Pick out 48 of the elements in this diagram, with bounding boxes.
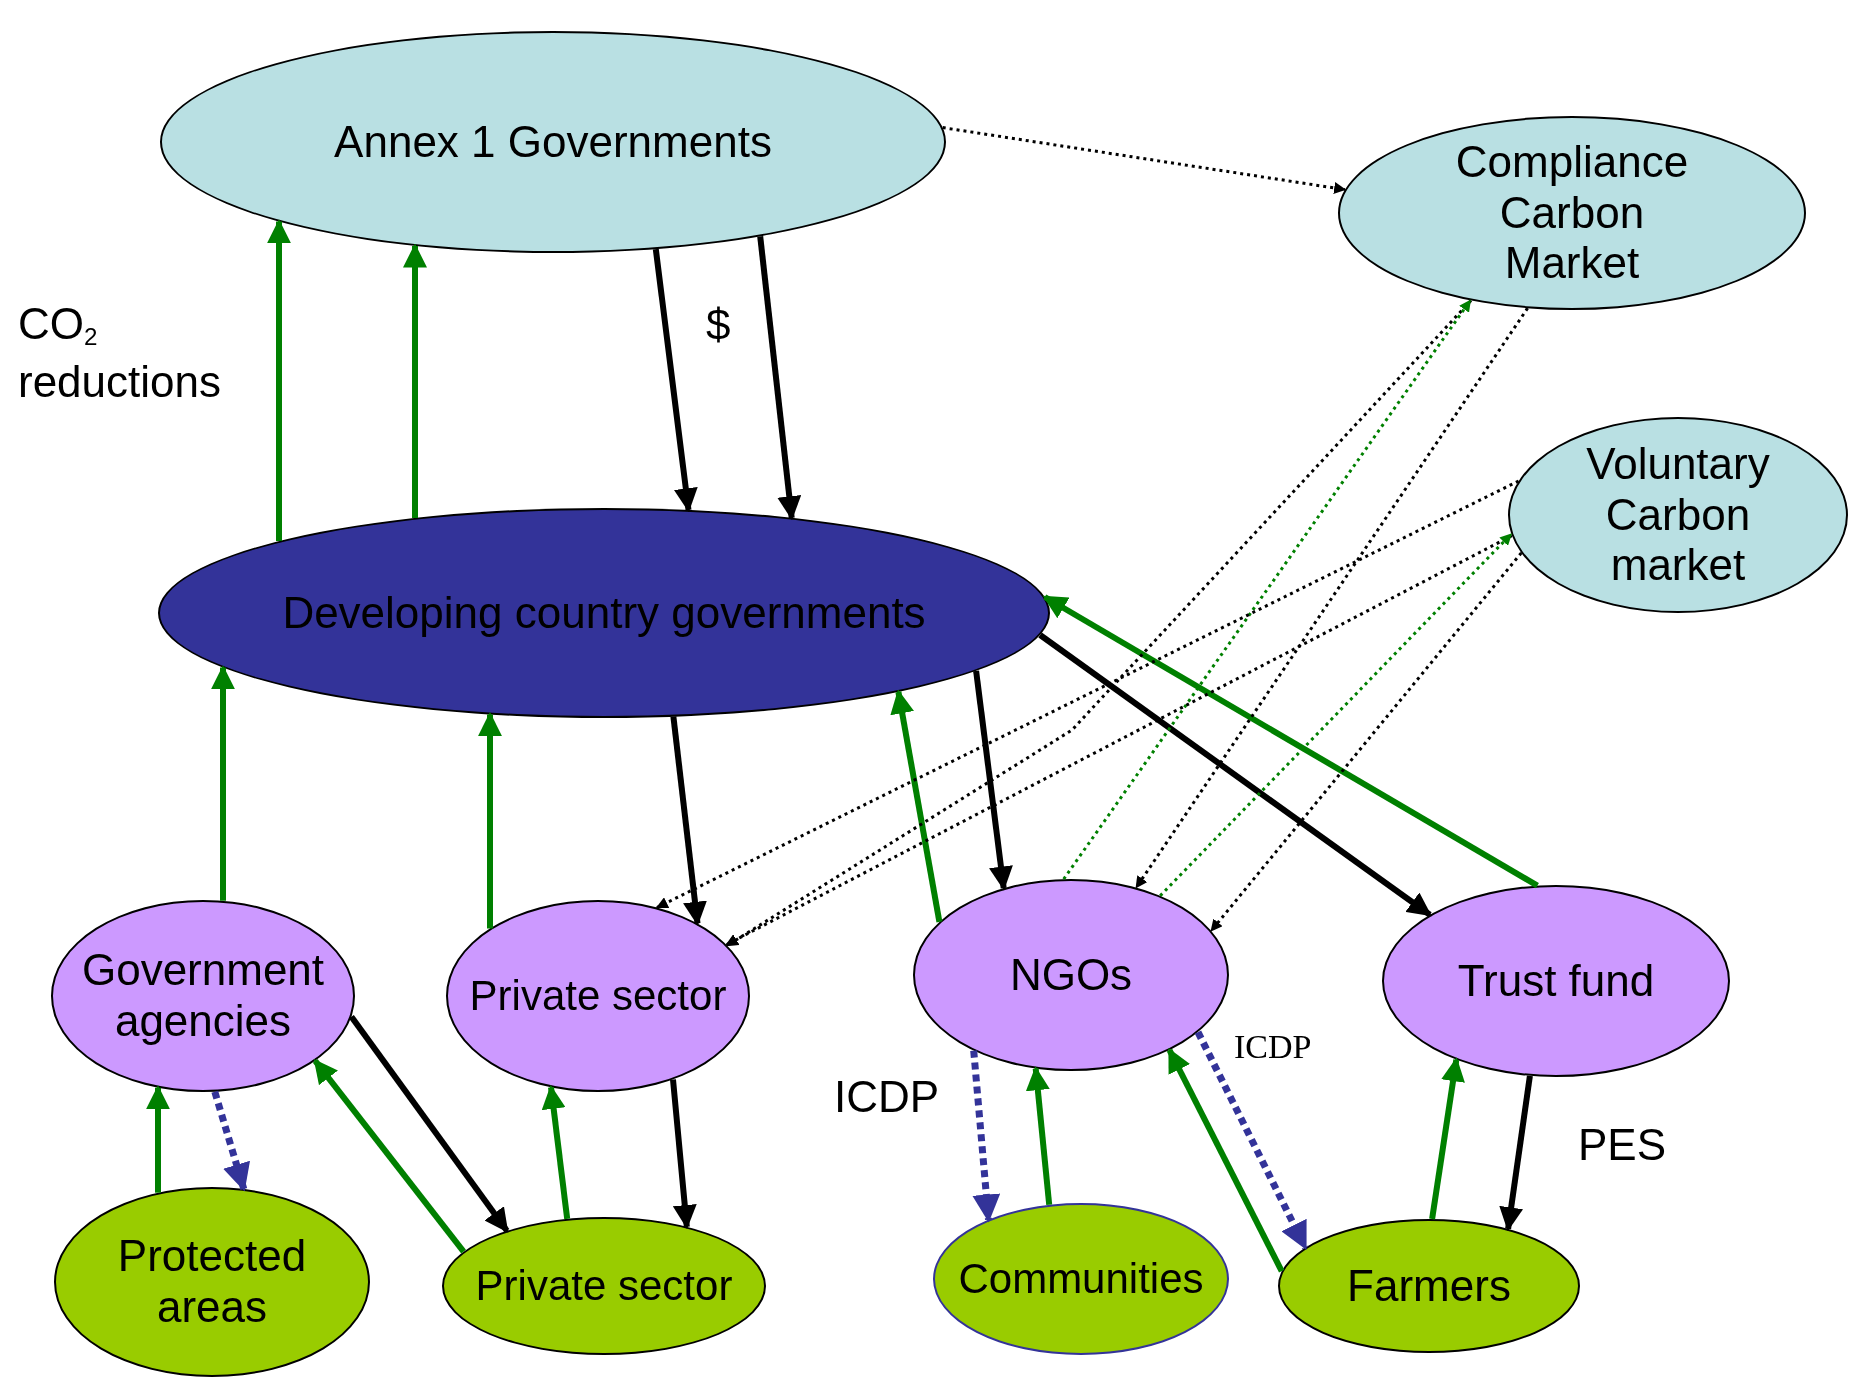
node-text: Private sector	[469, 971, 727, 1021]
arrow	[670, 1079, 697, 1230]
arrow	[1166, 1047, 1285, 1273]
annotation-label: $	[706, 299, 732, 351]
arrow	[890, 689, 943, 923]
annotation-label: ICDP	[1234, 1027, 1313, 1067]
node-text: Farmers	[1347, 1260, 1511, 1312]
dashed-arrow	[1062, 299, 1472, 880]
dashed-arrow	[725, 534, 1513, 947]
arrow	[541, 1084, 571, 1220]
arrow	[1025, 1066, 1053, 1206]
node-text: Compliance Carbon Market	[1454, 137, 1690, 289]
node-text: Trust fund	[1457, 955, 1655, 1007]
node-text: NGOs	[1009, 949, 1133, 1001]
arrow	[403, 243, 427, 518]
arrow	[757, 235, 802, 521]
dashed-arrow	[1159, 532, 1513, 897]
dashed-arrow	[970, 1050, 1001, 1223]
arrow	[652, 248, 698, 513]
arrow	[211, 665, 235, 901]
node-text: Protected areas	[116, 1231, 308, 1333]
dashed-arrow	[211, 1090, 250, 1192]
node-text: Government agencies	[80, 945, 326, 1047]
arrow	[1499, 1075, 1533, 1232]
dashed-arrow	[942, 126, 1347, 194]
dashed-arrow	[1210, 551, 1523, 932]
annotation-label: ICDP	[834, 1071, 941, 1123]
arrow	[670, 716, 707, 926]
arrow	[348, 1014, 510, 1233]
arrow	[146, 1085, 170, 1193]
arrow	[973, 670, 1013, 891]
dashed-arrow	[655, 479, 1520, 909]
arrow	[1429, 1057, 1465, 1220]
node-text: Communities	[958, 1254, 1204, 1304]
node-text: Private sector	[475, 1261, 733, 1311]
arrow	[312, 1058, 466, 1254]
node-text: Voluntary Carbon market	[1585, 439, 1771, 591]
dashed-arrow	[1194, 1030, 1309, 1251]
dashed-arrow	[726, 299, 1473, 947]
annotation-label: CO$_{2}$ reductions	[18, 298, 222, 408]
arrow	[1038, 632, 1432, 918]
node-text: Annex 1 Governments	[334, 116, 772, 168]
arrow	[267, 219, 291, 542]
arrow	[478, 712, 502, 929]
arrow	[1042, 594, 1539, 889]
annotation-label: PES	[1578, 1119, 1668, 1171]
dashed-arrow	[1134, 307, 1529, 889]
node-text: Developing country governments	[282, 587, 926, 639]
